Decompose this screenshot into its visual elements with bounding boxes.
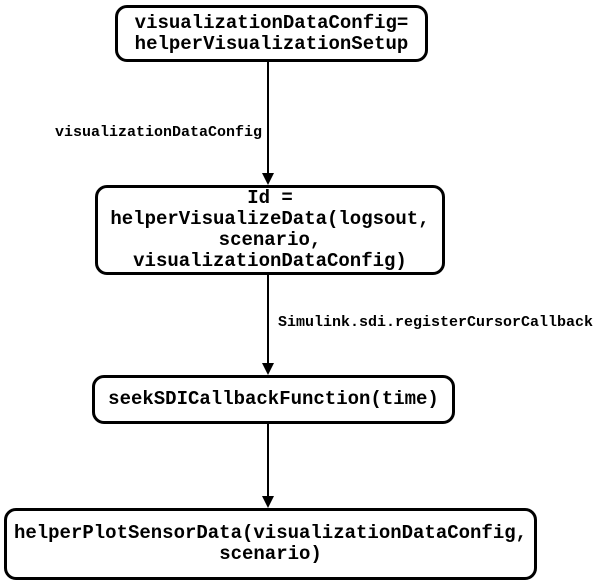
arrowhead-down-icon (262, 363, 274, 375)
arrowhead-down-icon (262, 496, 274, 508)
flow-node-seek-sdi-callback: seekSDICallbackFunction(time) (92, 375, 455, 424)
flow-node-visualization-setup: visualizationDataConfig= helperVisualiza… (115, 5, 428, 62)
arrow-line-3 (267, 424, 269, 497)
arrowhead-down-icon (262, 173, 274, 185)
edge-label-register-cursor-callback: Simulink.sdi.registerCursorCallback (278, 314, 594, 331)
flow-node-helper-visualize-data: Id = helperVisualizeData(logsout, scenar… (95, 185, 445, 275)
flow-node-helper-plot-sensor-data: helperPlotSensorData(visualizationDataCo… (4, 508, 537, 580)
edge-label-visualization-data-config: visualizationDataConfig (55, 124, 263, 141)
arrow-line-1 (267, 62, 269, 174)
arrow-line-2 (267, 275, 269, 364)
